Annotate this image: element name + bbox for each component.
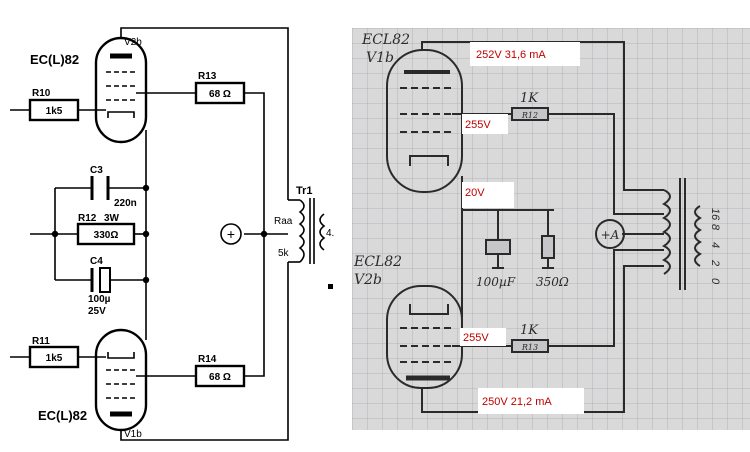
tr1-raa: Raa (274, 216, 293, 227)
sketch-electrolytic-cap (485, 239, 511, 255)
resistor-r11 (28, 345, 80, 369)
tr1-ref: Tr1 (296, 185, 313, 197)
sketch-tap-16: 16 (709, 208, 721, 221)
tr1-secondary: 4. (326, 228, 334, 239)
r14-ref: R14 (198, 354, 217, 365)
handdrawn-sketch: ECL82 V1b ECL82 V2b 1K R12 1K R13 100µF … (352, 28, 750, 430)
sketch-tube-bottom-ref: V2b (354, 272, 382, 288)
sketch-plus-a-label: +A (601, 228, 620, 242)
grid-paper (352, 28, 750, 430)
resistor-r10 (28, 98, 80, 122)
resistor-r13 (194, 81, 246, 105)
sketch-tap-4: 4 (709, 242, 721, 248)
tube-top-ref: V2b (124, 37, 142, 48)
resistor-r12 (76, 222, 136, 246)
c4-value: 100µ (88, 294, 111, 305)
sketch-r-top-value: 1K (520, 91, 539, 106)
tube-bottom-label: EC(L)82 (38, 408, 87, 423)
c3-ref: C3 (90, 165, 103, 176)
c4-voltage: 25V (88, 306, 106, 317)
annotation-top-voltage: 252V 31,6 mA (476, 49, 546, 61)
r10-ref: R10 (32, 88, 51, 99)
r12-value: 330Ω (94, 230, 119, 241)
c3-value: 220n (114, 198, 137, 209)
tube-top-label: EC(L)82 (30, 52, 79, 67)
tube-bottom-ref: V1b (124, 429, 142, 440)
annotation-bottom-voltage: 250V 21,2 mA (482, 396, 552, 408)
printed-schematic: EC(L)82 V2b EC(L)82 V1b R10 1k5 R11 1k5 … (10, 27, 334, 441)
sketch-cathode-resistor (541, 235, 555, 259)
sketch-tube-top-ref: V1b (366, 50, 394, 66)
r10-value: 1k5 (46, 106, 63, 117)
annotation-g2-bottom: 255V (463, 332, 489, 344)
r13-ref: R13 (198, 71, 217, 82)
r11-ref: R11 (32, 336, 50, 347)
sketch-r-bottom-ref: R13 (521, 343, 538, 352)
plus-sign: + (227, 226, 235, 242)
sketch-tube-bottom-type: ECL82 (353, 254, 402, 270)
sketch-res-value: 350Ω (536, 275, 569, 289)
r11-value: 1k5 (46, 353, 63, 364)
sketch-tap-0: 0 (709, 278, 721, 285)
resistor-r14 (194, 364, 246, 388)
r12-rating: 3W (104, 213, 120, 224)
annotation-cathode: 20V (465, 187, 485, 199)
transformer-tr1 (298, 198, 326, 264)
sketch-cap-value: 100µF (476, 275, 516, 289)
sketch-tube-top-type: ECL82 (361, 32, 410, 48)
sketch-resistor-top (511, 107, 549, 121)
r13-value: 68 Ω (209, 89, 231, 100)
annotation-g2-top: 255V (465, 119, 491, 131)
sketch-resistor-bottom (511, 339, 549, 353)
r14-value: 68 Ω (209, 372, 231, 383)
sketch-r-bottom-value: 1K (520, 323, 539, 338)
sketch-tap-8: 8 (709, 224, 721, 231)
c4-ref: C4 (90, 256, 103, 267)
tr1-impedance: 5k (278, 248, 290, 259)
plus-a-node-icon (595, 219, 625, 249)
sketch-tap-2: 2 (709, 259, 721, 266)
sketch-output-transformer (662, 178, 702, 290)
r12-ref: R12 (78, 213, 97, 224)
plus-terminal-icon (220, 223, 242, 245)
sketch-r-top-ref: R12 (521, 111, 538, 120)
